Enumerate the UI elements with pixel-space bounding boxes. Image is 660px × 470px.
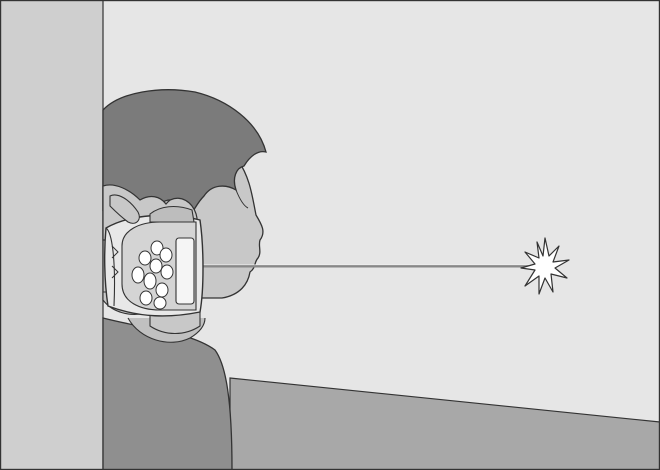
device-button [156,283,168,297]
device-button [132,267,144,283]
device-button [154,297,166,309]
device-button [139,251,151,265]
left-wall [0,0,103,470]
laser-distance-meter-icon [105,207,203,316]
device-button [150,259,162,273]
device-button [144,273,156,289]
device-button [140,291,152,305]
device-display [176,238,194,304]
device-button [160,248,172,262]
device-button [161,265,173,279]
